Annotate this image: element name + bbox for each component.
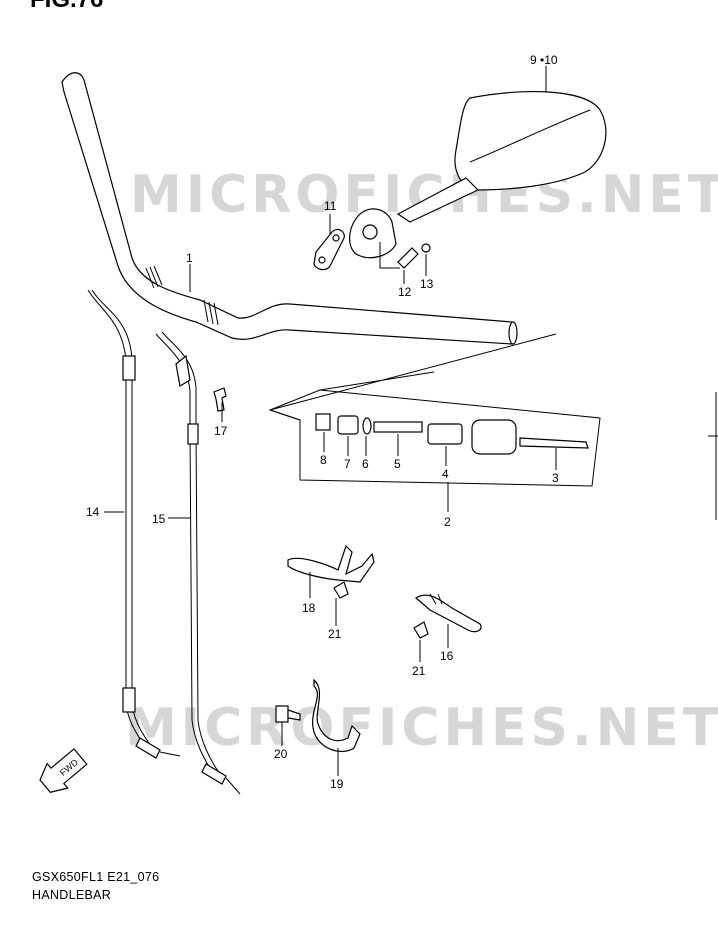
callout-20: 20 bbox=[274, 747, 288, 761]
part-11-plate bbox=[313, 228, 345, 271]
callout-13: 13 bbox=[420, 277, 434, 291]
callout-19: 19 bbox=[330, 777, 344, 791]
callout-15: 15 bbox=[152, 512, 166, 526]
callout-1: 1 bbox=[186, 251, 193, 265]
part-12-bolt bbox=[397, 247, 419, 269]
part-6-ring bbox=[362, 417, 372, 435]
diagram-title: HANDLEBAR bbox=[32, 888, 112, 902]
callout-8: 8 bbox=[320, 453, 327, 467]
callout-17: 17 bbox=[214, 424, 228, 438]
callout-11: 11 bbox=[324, 199, 337, 213]
part-8-nut bbox=[315, 413, 331, 431]
part-21-bolt-a bbox=[333, 581, 349, 599]
edge-marks bbox=[708, 392, 718, 520]
callout-4: 4 bbox=[442, 467, 449, 481]
callout-labels: 9 •10 1 11 12 13 8 7 6 5 4 3 2 14 15 17 … bbox=[86, 53, 559, 791]
callout-6: 6 bbox=[362, 457, 369, 471]
part-4-weight bbox=[427, 423, 463, 445]
callout-7: 7 bbox=[344, 457, 351, 471]
callout-16: 16 bbox=[440, 649, 454, 663]
part-18-clamp bbox=[287, 544, 375, 583]
callout-18: 18 bbox=[302, 601, 316, 615]
bar-end-cap bbox=[471, 419, 517, 455]
callout-21-a: 21 bbox=[328, 627, 342, 641]
fwd-arrow-icon: FWD bbox=[39, 748, 88, 793]
diagram-code: GSX650FL1 E21_076 bbox=[32, 870, 160, 884]
bar-end-assembly bbox=[268, 333, 601, 487]
part-7-spacer bbox=[337, 415, 359, 435]
part-20-bolt bbox=[275, 705, 301, 723]
callout-9-10: 9 •10 bbox=[530, 53, 558, 67]
part-21-bolt-b bbox=[413, 621, 429, 639]
callout-2: 2 bbox=[444, 515, 451, 529]
callout-12: 12 bbox=[398, 285, 412, 299]
callout-14: 14 bbox=[86, 505, 100, 519]
callout-21-b: 21 bbox=[412, 664, 426, 678]
part-3-screw bbox=[519, 437, 589, 449]
handlebar-part bbox=[61, 72, 518, 345]
part-16-clamp bbox=[415, 594, 482, 633]
part-13-washer bbox=[421, 243, 431, 253]
part-14-throttle-cable bbox=[87, 289, 181, 759]
part-15-throttle-cable bbox=[155, 331, 241, 795]
figure-number: FIG.76 bbox=[30, 0, 103, 14]
part-17-bolt bbox=[213, 387, 227, 412]
part-19-clamp bbox=[312, 678, 361, 753]
watermark-bottom: MICROFICHES.NET bbox=[125, 698, 718, 758]
mirror-part bbox=[349, 90, 607, 269]
leader-lines bbox=[104, 66, 557, 776]
callout-3: 3 bbox=[552, 471, 559, 485]
part-5-rod bbox=[373, 421, 423, 433]
callout-5: 5 bbox=[394, 457, 401, 471]
